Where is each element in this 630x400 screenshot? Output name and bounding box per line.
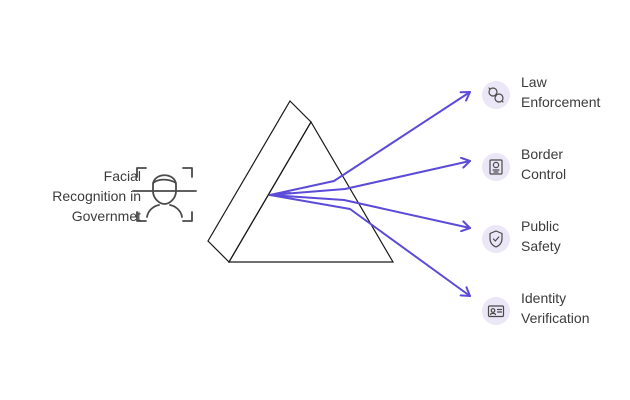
arrow-public-safety: [269, 194, 471, 233]
branch-public-safety: Public Safety: [482, 216, 630, 258]
shield-icon: [482, 225, 510, 253]
branch-label-line-2: Control: [521, 166, 567, 182]
prism: [207, 100, 395, 263]
id-card-icon: [482, 297, 510, 325]
source-label: Facial Recognition in Governmet: [0, 166, 141, 226]
source-label-line-1: Facial: [103, 168, 141, 184]
branch-label-line-2: Verification: [521, 310, 590, 326]
branch-law-enforcement: Law Enforcement: [482, 72, 630, 114]
branch-label-line-1: Identity: [521, 290, 567, 306]
handcuffs-icon: [482, 81, 510, 109]
source-label-line-2: Recognition in: [52, 188, 141, 204]
branch-border-control: Border Control: [482, 144, 630, 186]
branch-label-line-2: Safety: [521, 238, 561, 254]
branch-label-line-1: Public: [521, 218, 560, 234]
arrow-law-enforcement: [269, 91, 471, 196]
passport-icon: [482, 153, 510, 181]
face-scan-icon: [132, 167, 197, 222]
branch-label-line-1: Border: [521, 146, 564, 162]
arrow-identity-verification: [269, 194, 471, 297]
arrow-border-control: [269, 156, 471, 196]
branch-identity-verification: Identity Verification: [482, 288, 630, 330]
source-label-line-3: Governmet: [71, 208, 141, 224]
branch-label-line-1: Law: [521, 74, 547, 90]
refracted-rays: [269, 91, 471, 297]
branch-label-line-2: Enforcement: [521, 94, 601, 110]
prism-side-face: [207, 100, 312, 263]
